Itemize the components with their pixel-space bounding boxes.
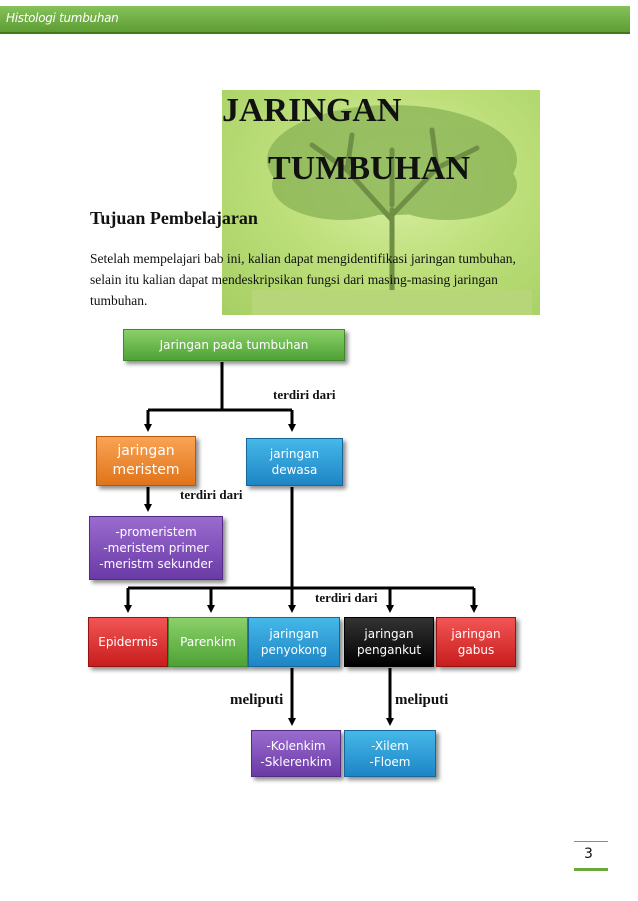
pengangkut-type-2: -Floem	[369, 754, 411, 769]
connector-label-terdiri-dari-2: terdiri dari	[180, 487, 243, 502]
dewasa-box: jaringan dewasa	[246, 438, 343, 486]
meristem-type-2: -meristem primer	[103, 541, 209, 555]
page-number: 3	[584, 846, 593, 862]
dewasa-label-line2: dewasa	[271, 463, 318, 477]
meliputi-label-2: meliputi	[395, 692, 449, 708]
pengangkut-types-box: -Xilem -Floem	[344, 730, 436, 777]
penyokong-label-line1: jaringan	[269, 627, 319, 641]
root-node-box: Jaringan pada tumbuhan	[123, 329, 345, 361]
page-number-rule-top	[574, 841, 608, 842]
chapter-title-line2: TUMBUHAN	[268, 150, 471, 187]
epidermis-box: Epidermis	[88, 617, 168, 667]
gabus-label-line1: jaringan	[451, 627, 501, 641]
header-title: Histologi tumbuhan	[6, 11, 119, 25]
objectives-text: Setelah mempelajari bab ini, kalian dapa…	[90, 251, 516, 308]
pengangkut-box: jaringan pengankut	[344, 617, 434, 667]
connector-label-terdiri-dari-3: terdiri dari	[315, 590, 378, 605]
penyokong-type-2: -Sklerenkim	[260, 754, 332, 769]
meliputi-label-1: meliputi	[230, 692, 284, 708]
penyokong-box: jaringan penyokong	[248, 617, 340, 667]
connector-label-terdiri-dari-1: terdiri dari	[273, 387, 336, 402]
tree-illustration	[252, 105, 532, 315]
meristem-type-3: -meristm sekunder	[99, 557, 213, 571]
meristem-types-box: -promeristem -meristem primer -meristm s…	[89, 516, 223, 580]
parenkim-box: Parenkim	[168, 617, 248, 667]
header-bar: Histologi tumbuhan	[0, 6, 630, 34]
epidermis-label: Epidermis	[98, 635, 158, 649]
objectives-heading: Tujuan Pembelajaran	[90, 208, 258, 228]
dewasa-label-line1: jaringan	[269, 447, 320, 461]
meristem-label-line1: jaringan	[117, 443, 175, 459]
penyokong-label-line2: penyokong	[260, 643, 328, 657]
gabus-box: jaringan gabus	[436, 617, 516, 667]
chapter-title-line1: JARINGAN	[222, 92, 402, 129]
pengangkut-label-line1: jaringan	[364, 627, 414, 641]
meristem-type-1: -promeristem	[115, 525, 197, 539]
page-number-rule-bottom	[574, 868, 608, 871]
gabus-label-line2: gabus	[457, 643, 495, 657]
penyokong-types-box: -Kolenkim -Sklerenkim	[251, 730, 341, 777]
parenkim-label: Parenkim	[180, 635, 236, 649]
penyokong-type-1: -Kolenkim	[266, 738, 326, 753]
meristem-label-line2: meristem	[112, 462, 180, 478]
tree-background-image	[222, 90, 540, 315]
root-node-label: Jaringan pada tumbuhan	[159, 338, 309, 352]
meristem-box: jaringan meristem	[96, 436, 196, 486]
pengangkut-label-line2: pengankut	[356, 643, 422, 657]
pengangkut-type-1: -Xilem	[371, 738, 409, 753]
